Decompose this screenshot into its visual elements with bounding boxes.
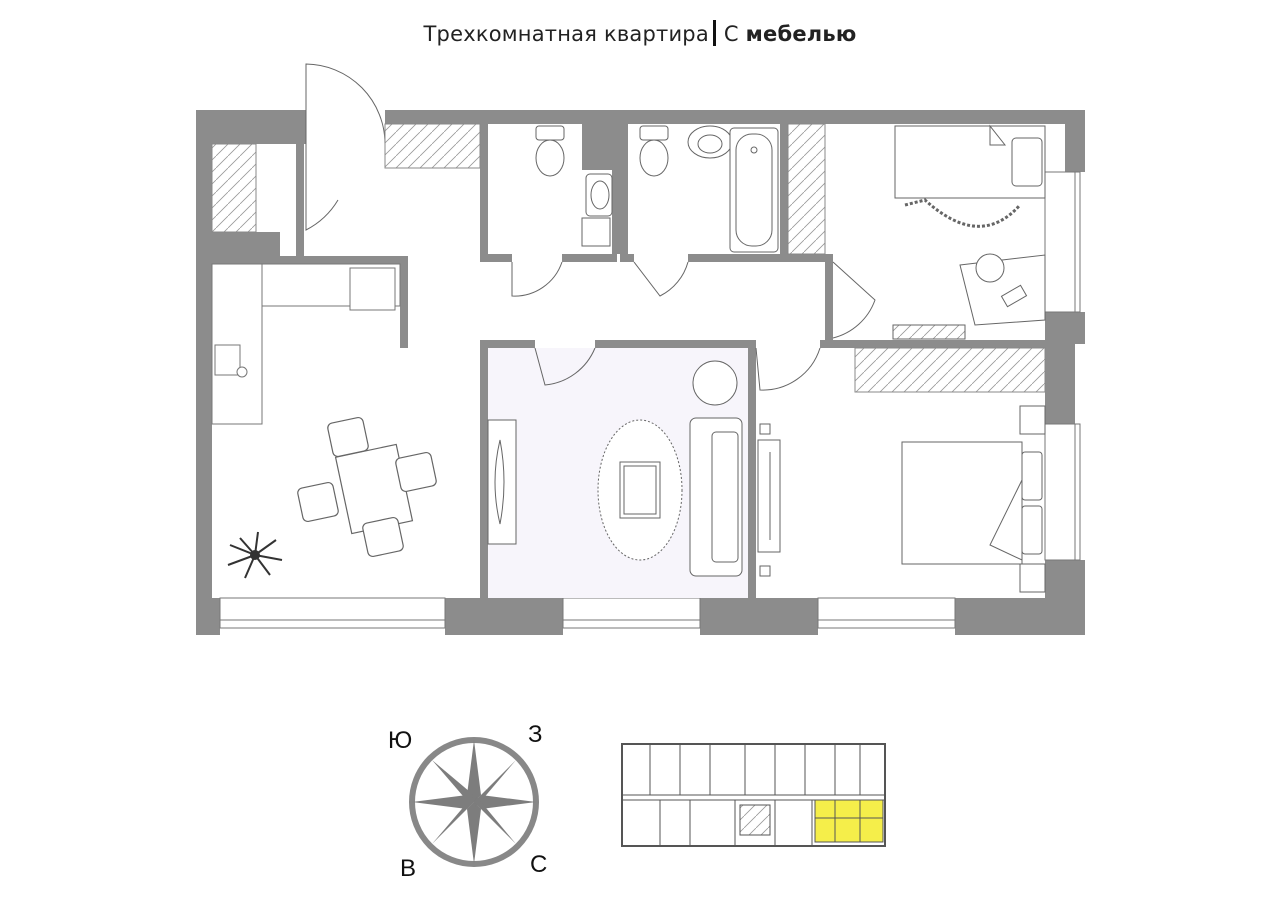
sink-icon: [687, 125, 733, 159]
compass-rose-icon: Ю З В С: [388, 721, 547, 882]
doors: [305, 63, 876, 391]
toilet-icon: [639, 125, 669, 177]
compass-label-top-right: З: [528, 721, 543, 748]
title-separator: [712, 20, 716, 46]
title-emphasis-bold: мебелью: [745, 22, 857, 46]
title-main: Трехкомнатная квартира: [423, 22, 709, 46]
windows: [219, 171, 1081, 629]
bathtub-icon: [729, 127, 779, 253]
dining-table-icon: [297, 416, 437, 558]
bed-icon: [894, 124, 1046, 199]
page-title: Трехкомнатная квартира С мебелью: [0, 20, 1280, 46]
tv-stand: [487, 419, 517, 545]
compass-label-bottom-right: С: [530, 851, 547, 878]
sink-icon: [581, 173, 613, 247]
compass-label-top-left: Ю: [388, 727, 412, 754]
outer-walls: [196, 110, 1085, 635]
toilet-icon: [535, 125, 565, 177]
interior-walls: [196, 124, 1050, 598]
compass-label-bottom-left: В: [400, 855, 416, 882]
kitchen: [211, 263, 401, 425]
desk-icon: [892, 198, 1046, 340]
bed-icon: [901, 405, 1046, 593]
building-key-plan: [621, 743, 886, 847]
rug: [597, 419, 683, 561]
wardrobes: [211, 123, 1046, 393]
sofa-icon: [689, 360, 743, 577]
title-emphasis-prefix: С: [723, 22, 739, 46]
tv-stand: [757, 423, 781, 577]
highlighted-apartment: [814, 799, 884, 843]
plant-icon: [227, 531, 283, 579]
